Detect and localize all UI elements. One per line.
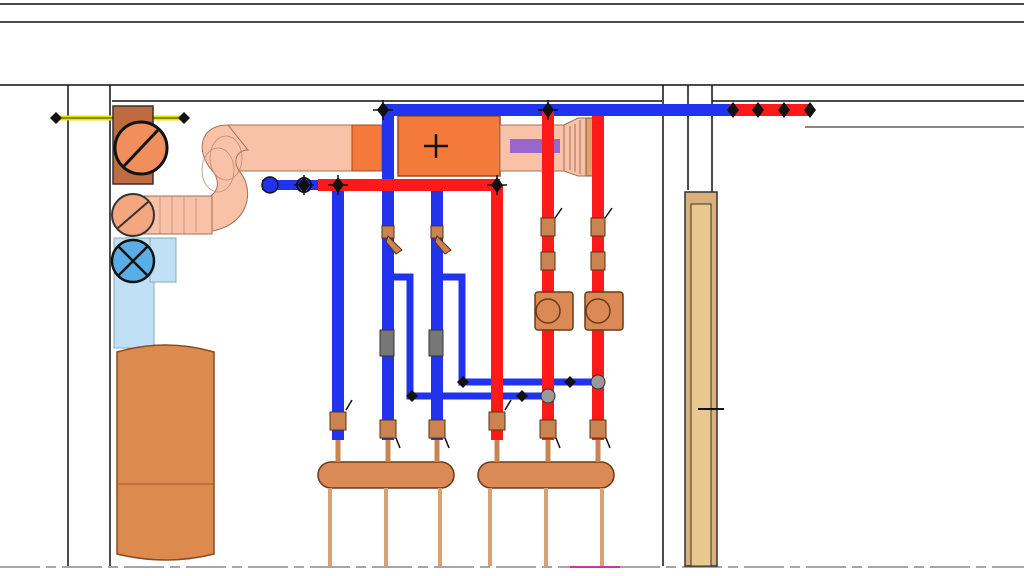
duct-transition: [351, 124, 383, 172]
damper-icon: [111, 193, 155, 237]
valve-icon: [540, 217, 606, 271]
yellow-pipe-end-right: [178, 112, 190, 124]
ahu-body: [397, 115, 501, 177]
valve-icon: [329, 411, 607, 439]
manifold-right: [477, 440, 615, 566]
manifold-left: [317, 440, 455, 566]
return-bypass-2: [441, 273, 598, 386]
storage-tank: [116, 344, 215, 561]
door-leaf: [690, 203, 712, 567]
return-end-cap: [261, 176, 279, 194]
structure: [0, 3, 1024, 568]
pump-icon: [534, 291, 624, 331]
supply-ring: [296, 177, 312, 193]
diffuser: [563, 117, 589, 177]
return-bypass-1: [392, 273, 548, 400]
mix-valve-2: [590, 374, 606, 390]
door: [684, 191, 724, 567]
plus-icon: [424, 134, 448, 158]
air-handling-unit: [397, 115, 599, 177]
valve-icon: [381, 225, 452, 255]
damper-icon: [110, 238, 156, 284]
flow-meter: [379, 329, 444, 357]
duct-ribs: [159, 135, 243, 234]
valve-handles: [345, 207, 613, 449]
duct-horizontal-upper: [227, 124, 357, 172]
tank-body: [116, 344, 215, 561]
yellow-pipe-end-left: [50, 112, 62, 124]
duct-run: [133, 124, 383, 235]
supply-pipes: [318, 104, 810, 440]
mix-valve-1: [540, 388, 556, 404]
damper-icon: [112, 105, 169, 185]
